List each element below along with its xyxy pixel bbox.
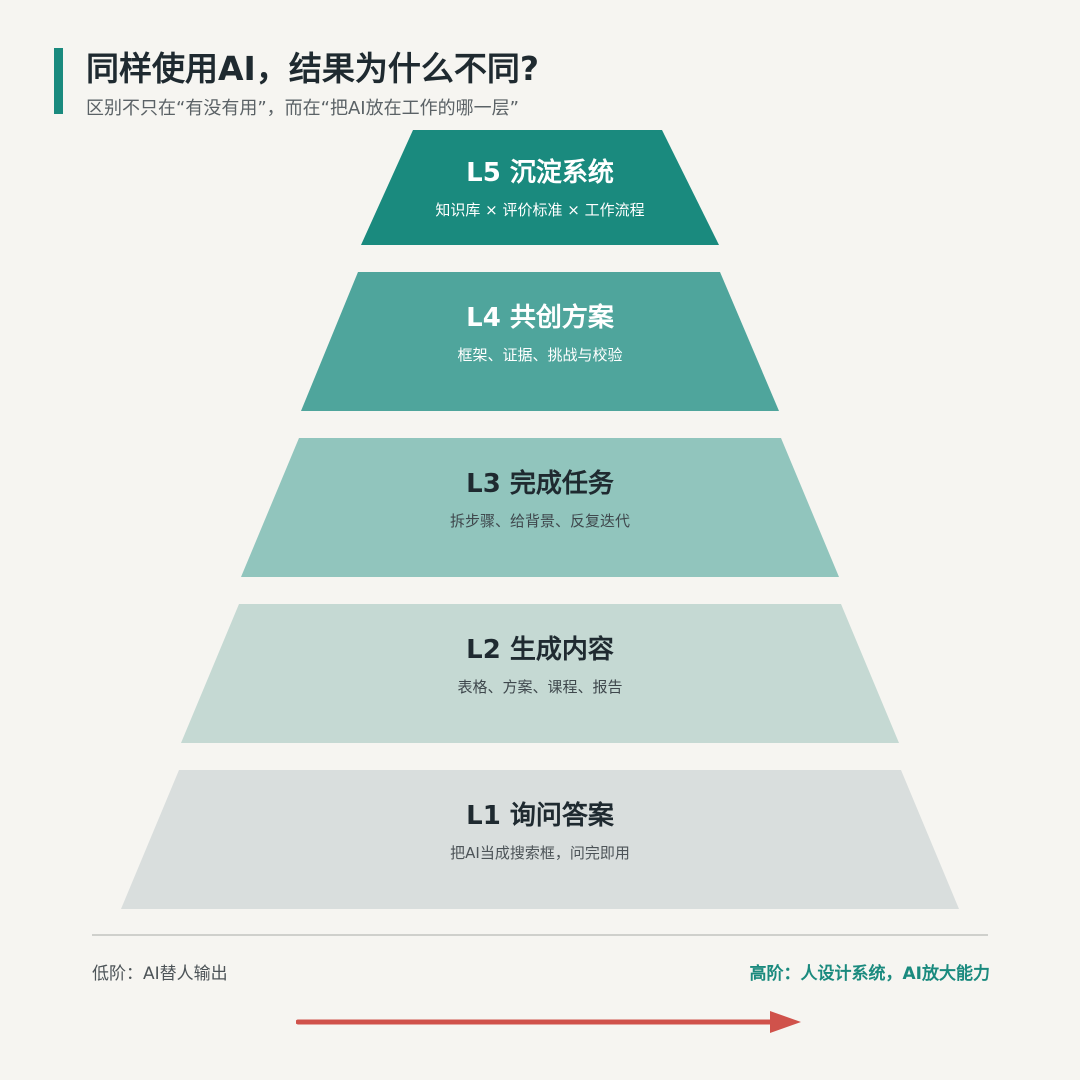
tier-l2: L2 生成内容 表格、方案、课程、报告 bbox=[0, 633, 1080, 698]
low-level-label: 低阶：AI替人输出 bbox=[92, 964, 228, 984]
tier-l3: L3 完成任务 拆步骤、给背景、反复迭代 bbox=[0, 467, 1080, 532]
title-accent-bar bbox=[54, 48, 63, 114]
page-subtitle: 区别不只在“有没有用”，而在“把AI放在工作的哪一层” bbox=[86, 98, 519, 119]
tier-l2-shape bbox=[181, 604, 899, 743]
tier-l4: L4 共创方案 框架、证据、挑战与校验 bbox=[0, 301, 1080, 366]
tier-l2-title: L2 生成内容 bbox=[466, 635, 614, 665]
tier-l1: L1 询问答案 把AI当成搜索框，问完即用 bbox=[0, 799, 1080, 864]
arrow-head bbox=[770, 1011, 801, 1033]
tier-l3-title: L3 完成任务 bbox=[466, 469, 614, 499]
high-level-label: 高阶：人设计系统，AI放大能力 bbox=[749, 964, 990, 984]
pyramid-diagram bbox=[121, 130, 959, 909]
tier-l5: L5 沉淀系统 知识库 × 评价标准 × 工作流程 bbox=[0, 156, 1080, 221]
tier-l1-subtitle: 把AI当成搜索框，问完即用 bbox=[450, 844, 630, 862]
page-title: 同样使用AI，结果为什么不同? bbox=[86, 49, 539, 88]
tier-l2-subtitle: 表格、方案、课程、报告 bbox=[457, 678, 623, 696]
tier-l3-subtitle: 拆步骤、给背景、反复迭代 bbox=[449, 512, 630, 530]
scale-divider bbox=[92, 934, 988, 936]
tier-l1-title: L1 询问答案 bbox=[466, 801, 614, 831]
tier-l5-title: L5 沉淀系统 bbox=[466, 158, 614, 188]
tier-l4-shape bbox=[301, 272, 779, 411]
tier-l4-title: L4 共创方案 bbox=[466, 303, 614, 333]
tier-l5-subtitle: 知识库 × 评价标准 × 工作流程 bbox=[435, 201, 645, 219]
tier-l5-shape bbox=[361, 130, 719, 245]
tier-l4-subtitle: 框架、证据、挑战与校验 bbox=[457, 346, 623, 364]
progression-arrow-icon bbox=[296, 1011, 801, 1033]
tier-l1-shape bbox=[121, 770, 959, 909]
tier-l3-shape bbox=[241, 438, 839, 577]
